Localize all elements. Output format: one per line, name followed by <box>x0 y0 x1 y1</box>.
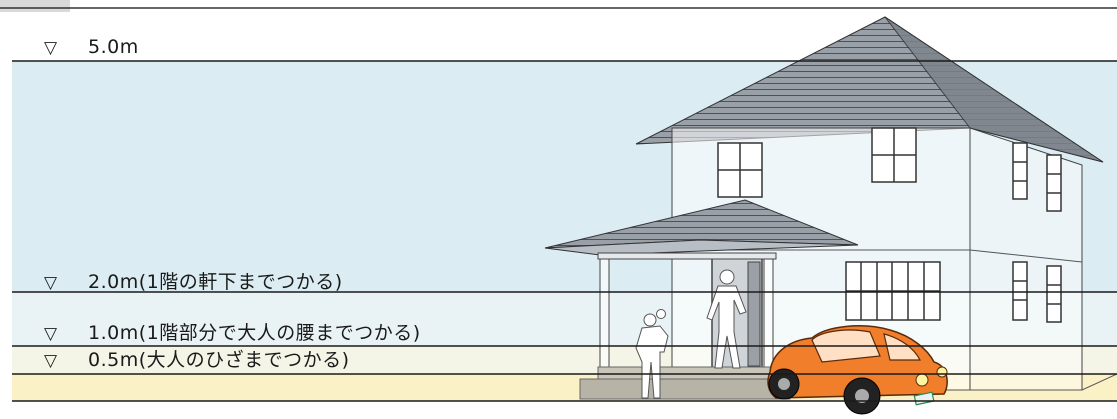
porch-step-upper <box>597 366 779 380</box>
level-label-2m: ▽ 2.0m(1階の軒下までつかる) <box>44 267 343 294</box>
level-marker-05m: ▽ <box>44 351 58 371</box>
upper-window-right <box>871 127 917 183</box>
level-label-05m: ▽ 0.5m(大人のひざまでつかる) <box>44 345 350 372</box>
porch-post-left <box>599 254 610 368</box>
level-marker-1m: ▽ <box>44 324 58 344</box>
porch-post-right <box>763 254 774 368</box>
level-text-5m: 5.0m <box>88 36 139 58</box>
lower-windows <box>845 261 941 321</box>
level-marker-5m: ▽ <box>44 38 58 58</box>
upper-window-left <box>717 142 763 198</box>
side-windows-upper <box>1012 142 1062 212</box>
level-text-2m: 2.0m(1階の軒下までつかる) <box>88 271 343 293</box>
porch-step-lower <box>579 378 791 400</box>
porch-roof-front <box>544 239 859 256</box>
level-label-5m: ▽ 5.0m <box>44 36 139 58</box>
main-roof-side <box>884 16 1104 163</box>
porch-beam <box>597 252 777 260</box>
level-text-05m: 0.5m(大人のひざまでつかる) <box>88 349 350 371</box>
ground-line <box>940 373 1117 391</box>
floor-divider-side <box>969 249 1083 263</box>
level-marker-2m: ▽ <box>44 273 58 293</box>
top-tab <box>0 0 70 12</box>
level-text-1m: 1.0m(1階部分で大人の腰までつかる) <box>88 322 421 344</box>
level-label-1m: ▽ 1.0m(1階部分で大人の腰までつかる) <box>44 318 421 345</box>
front-door <box>747 261 761 367</box>
adult-figure-porch <box>635 309 669 399</box>
side-windows-lower <box>1012 261 1062 323</box>
adult-figure-doorway <box>706 269 747 369</box>
